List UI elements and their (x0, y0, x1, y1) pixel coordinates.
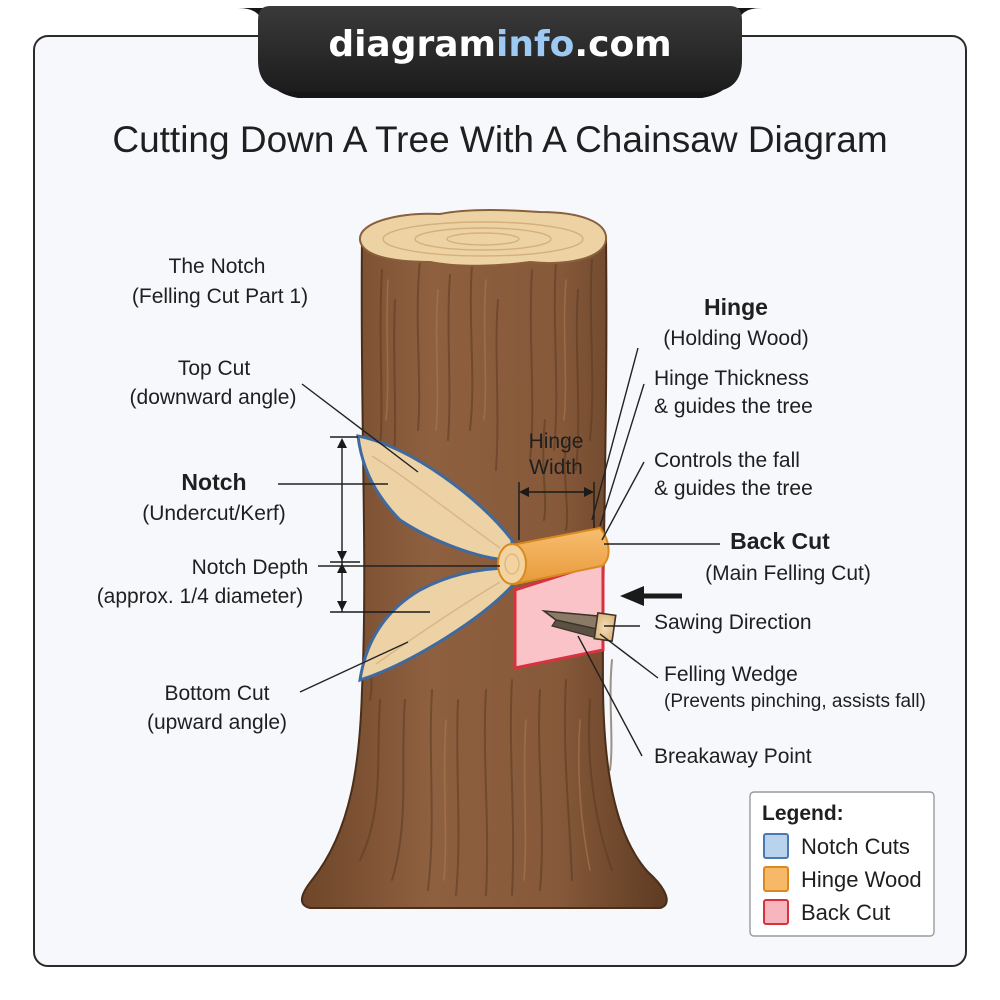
label-notch-depth-sub: (approx. 1/4 diameter) (97, 585, 304, 608)
label-the-notch: The Notch (169, 255, 266, 278)
label-controls-fall-sub: & guides the tree (654, 477, 813, 500)
hinge-width-dimension (518, 482, 595, 540)
brand-part-3: .com (574, 24, 671, 65)
label-sawing-direction: Sawing Direction (654, 611, 812, 634)
leader-lines (278, 347, 720, 757)
sawing-direction-arrow (620, 586, 682, 606)
brand-part-2: info (496, 24, 574, 65)
legend-notch-cuts-label: Notch Cuts (801, 834, 910, 859)
label-notch-sub: (Undercut/Kerf) (142, 502, 286, 525)
label-bottom-cut: Bottom Cut (164, 682, 269, 705)
label-bottom-cut-sub: (upward angle) (147, 711, 287, 734)
legend-back-cut-swatch (763, 899, 789, 925)
label-hinge-width: Hinge (529, 430, 584, 453)
brand-part-1: diagram (328, 24, 496, 65)
notch-bottom-wedge (358, 566, 514, 683)
legend-back-cut-label: Back Cut (801, 900, 890, 925)
legend-hinge-wood-label: Hinge Wood (801, 867, 922, 892)
label-hinge-thickness: Hinge Thickness (654, 367, 809, 390)
svg-text:diagraminfo.com: diagraminfo.com (328, 24, 671, 65)
label-top-cut-sub: (downward angle) (130, 386, 297, 409)
notch-depth-dimension (330, 436, 430, 613)
label-felling-wedge: Felling Wedge (664, 663, 798, 686)
label-hinge: Hinge (704, 294, 768, 320)
diagram-title: Cutting Down A Tree With A Chainsaw Diag… (112, 119, 887, 160)
legend-hinge-wood-swatch (763, 866, 789, 892)
label-hinge-thickness-sub: & guides the tree (654, 395, 813, 418)
label-the-notch-sub: (Felling Cut Part 1) (132, 285, 308, 308)
label-hinge-sub: (Holding Wood) (663, 327, 809, 350)
label-felling-wedge-sub: (Prevents pinching, assists fall) (664, 691, 926, 712)
legend-notch-cuts-swatch (763, 833, 789, 859)
label-top-cut: Top Cut (178, 357, 251, 380)
notch-top-wedge (356, 434, 514, 562)
label-back-cut: Back Cut (730, 528, 830, 554)
label-controls-fall: Controls the fall (654, 449, 800, 472)
felling-wedge (541, 609, 617, 643)
label-notch: Notch (181, 469, 246, 495)
label-hinge-width-sub: Width (529, 456, 583, 479)
label-back-cut-sub: (Main Felling Cut) (705, 562, 871, 585)
label-notch-depth: Notch Depth (192, 556, 309, 579)
stump-top (358, 209, 608, 267)
brand-badge: diagraminfo.com (238, 6, 762, 98)
hinge-wood (497, 526, 610, 586)
label-breakaway-point: Breakaway Point (654, 745, 812, 768)
legend-title: Legend: (762, 802, 844, 825)
